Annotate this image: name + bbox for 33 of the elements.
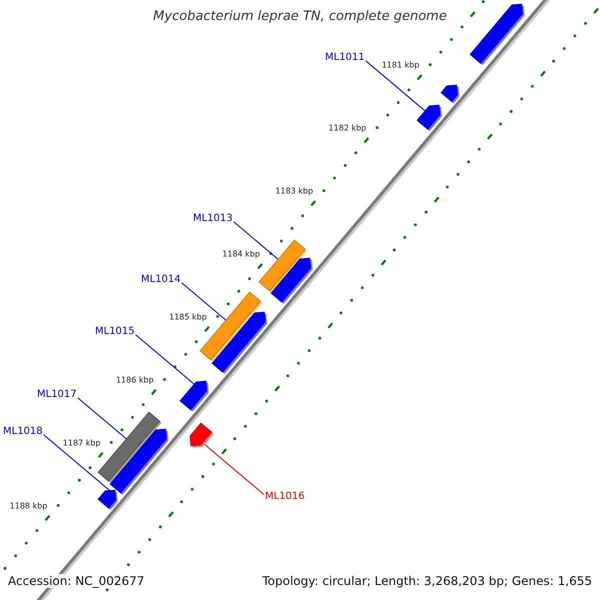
gene-label: ML1015 — [95, 325, 135, 338]
gene-feature-block — [190, 422, 214, 448]
gene-feature-block — [212, 312, 267, 374]
scale-label: 1188 kbp — [8, 501, 48, 510]
gene-label: ML1011 — [325, 51, 365, 64]
gene-label: ML1016 — [265, 490, 305, 503]
scale-label: 1181 kbp — [380, 60, 420, 70]
gene-label: ML1018 — [3, 425, 43, 438]
gene-label: ML1014 — [141, 273, 181, 286]
scale-label: 1184 kbp — [221, 250, 261, 259]
gene-feature-block — [441, 85, 460, 104]
gene-feature-block — [98, 490, 118, 510]
genome-summary-text: Topology: circular; Length: 3,268,203 bp; Genes: 1,655 — [262, 574, 592, 588]
accession-text: Accession: NC_002677 — [8, 574, 144, 588]
scale-label: 1182 kbp — [328, 124, 368, 133]
leader-line — [77, 397, 128, 440]
leader-line — [233, 221, 278, 260]
diagram-title: Mycobacterium leprae TN, complete genome — [152, 9, 448, 24]
gene-label: ML1013 — [193, 212, 233, 225]
scale-label: 1183 kbp — [274, 186, 314, 196]
gene-feature-block — [180, 381, 209, 412]
scale-label: 1186 kbp — [114, 376, 155, 385]
gene-label: ML1017 — [37, 388, 77, 401]
leader-line — [135, 334, 195, 385]
gene-feature-block — [417, 104, 442, 131]
scale-label: 1187 kbp — [62, 438, 102, 448]
scale-label: 1185 kbp — [168, 312, 208, 322]
leader-line — [43, 434, 110, 491]
gene-feature-block — [271, 258, 313, 304]
gene-feature-block — [110, 429, 168, 496]
leader-line — [365, 60, 426, 112]
leader-line — [204, 444, 264, 496]
gene-feature-block — [470, 4, 525, 66]
